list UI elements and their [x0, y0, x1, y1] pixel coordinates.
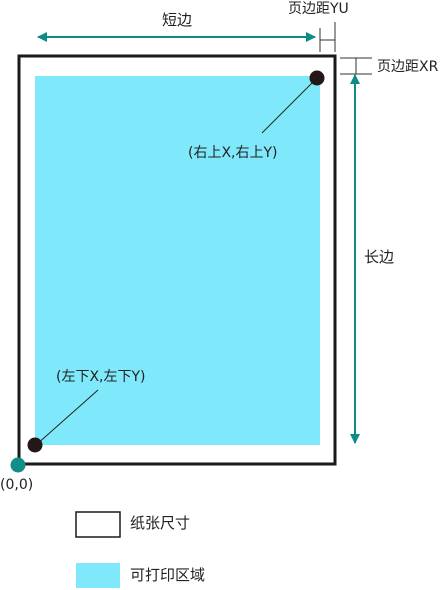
printable-area-rect	[35, 76, 320, 445]
legend-printable-swatch	[76, 563, 120, 588]
margin-right-label: 页边距XR	[377, 59, 439, 75]
top-right-leader	[261, 78, 317, 134]
top-right-point	[309, 70, 325, 86]
margin-top-bracket	[319, 22, 336, 52]
margin-right-bracket	[340, 57, 372, 75]
origin-label: (0,0)	[0, 477, 34, 493]
bottom-left-point	[27, 437, 43, 453]
top-right-point-label: (右上X,右上Y)	[188, 145, 278, 161]
margin-top-label: 页边距YU	[288, 1, 349, 17]
origin-marker	[10, 457, 26, 473]
long-edge-label: 长边	[364, 248, 395, 266]
paper-rect	[17, 54, 337, 466]
bottom-left-point-label: (左下X,左下Y)	[56, 369, 146, 385]
legend-paper-swatch	[75, 511, 121, 538]
short-edge-label: 短边	[162, 11, 193, 29]
legend-printable-area-label: 可打印区域	[130, 566, 206, 584]
legend-paper-size-label: 纸张尺寸	[130, 514, 191, 532]
bottom-left-leader	[35, 389, 99, 446]
